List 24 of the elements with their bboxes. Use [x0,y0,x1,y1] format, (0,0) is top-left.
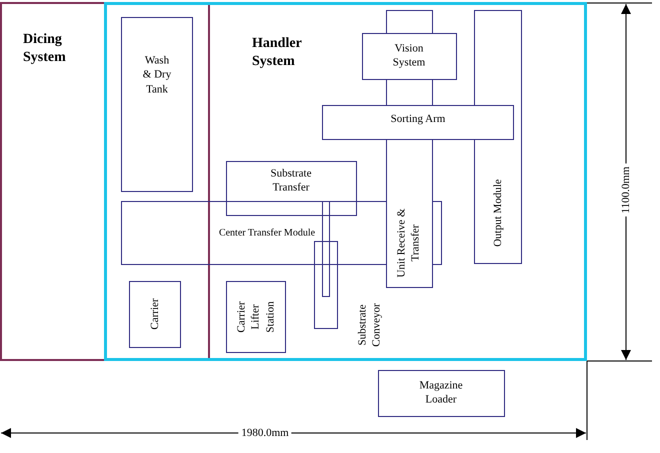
module-label: Carrier [148,297,162,332]
module-label: Magazine Loader [418,378,464,408]
station-box [226,281,286,353]
module-label: Output Module [490,178,505,249]
module-box [362,33,457,80]
system-region [0,2,210,361]
module-label: Substrate Transfer [270,166,312,196]
conveyor-bar [322,201,330,297]
module-box [474,10,522,264]
loader-box [378,370,505,417]
module-label: Center Transfer Module [218,226,316,240]
tank-box [121,17,193,192]
module-label: Wash & Dry Tank [142,54,172,96]
module-label: Unit Receive & Transfer [394,207,423,280]
module-label: Vision System [392,42,426,70]
module-box [226,161,357,216]
region-heading: Handler System [252,34,303,71]
region-heading: Dicing System [23,30,67,67]
module-box [322,105,514,140]
module-label: Sorting Arm [390,112,446,126]
module-label: Carrier Lifter Station [234,300,278,335]
system-region [104,2,587,361]
carrier-box [129,281,181,348]
module-label: Substrate Conveyor [356,302,384,349]
